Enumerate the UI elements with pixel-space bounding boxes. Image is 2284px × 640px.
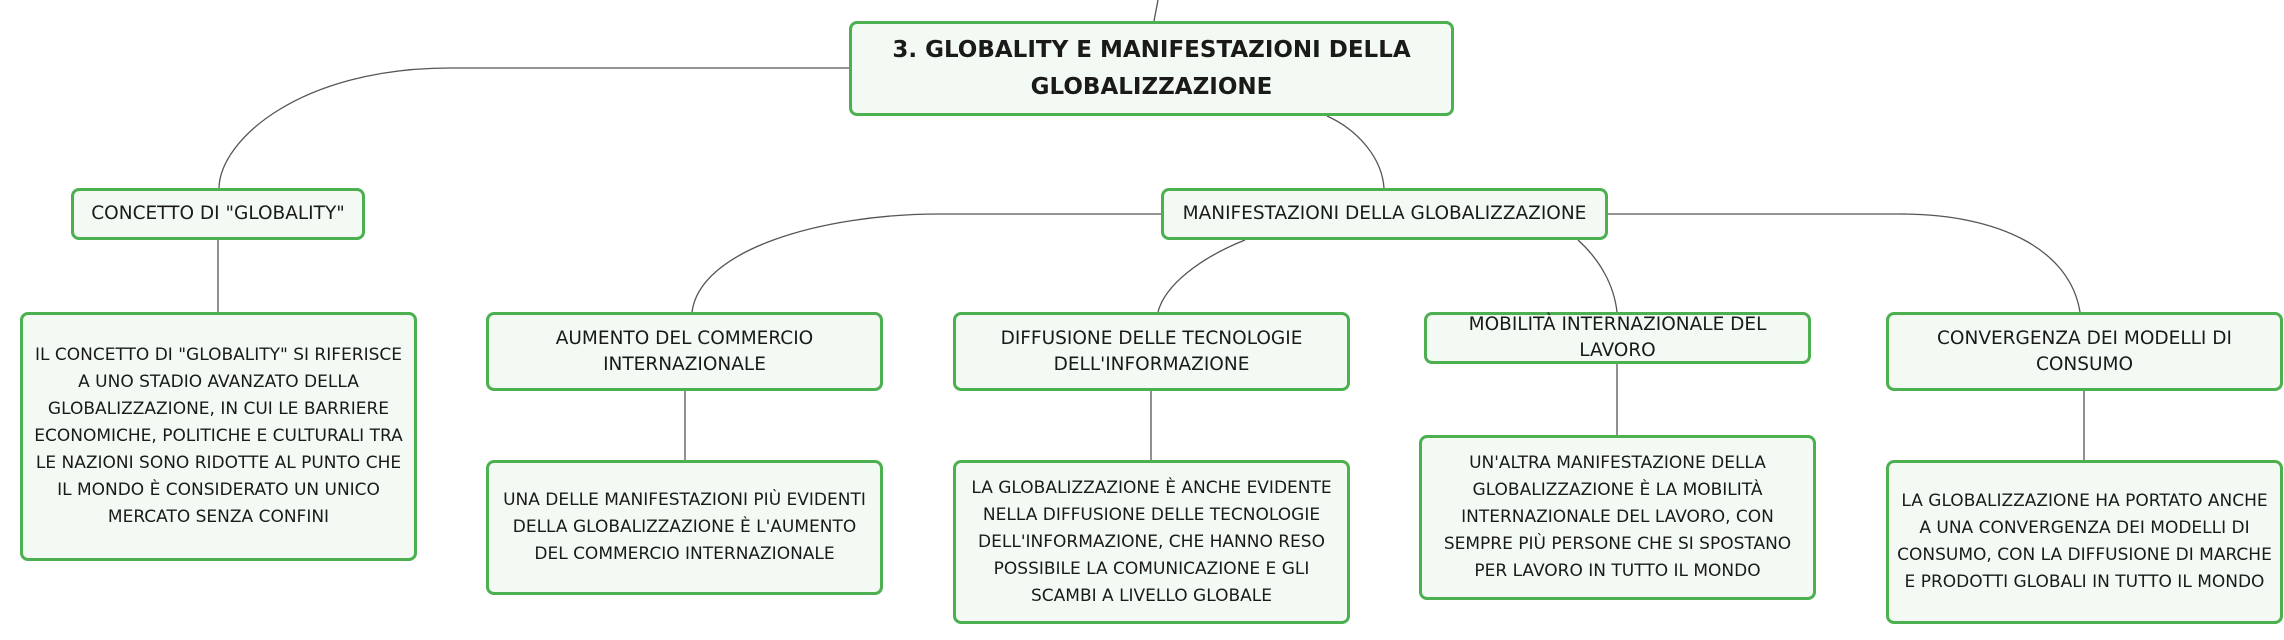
tecnologie-detail[interactable]: LA GLOBALIZZAZIONE È ANCHE EVIDENTE NELL… (953, 460, 1350, 624)
globality-detail[interactable]: IL CONCETTO DI "GLOBALITY" SI RIFERISCE … (20, 312, 417, 561)
topic-manifestazioni[interactable]: MANIFESTAZIONI DELLA GLOBALIZZAZIONE (1161, 188, 1608, 240)
connector-manif-item-2 (1157, 239, 1246, 313)
subtopic-commercio[interactable]: AUMENTO DEL COMMERCIO INTERNAZIONALE (486, 312, 883, 391)
subtopic-tecnologie-label: DIFFUSIONE DELLE TECNOLOGIE DELL'INFORMA… (1000, 327, 1303, 375)
commercio-detail[interactable]: UNA DELLE MANIFESTAZIONI PIÙ EVIDENTI DE… (486, 460, 883, 595)
subtopic-consumo[interactable]: CONVERGENZA DEI MODELLI DI CONSUMO (1886, 312, 2283, 391)
connector-manif-item-3 (1577, 239, 1618, 313)
topic-manifestazioni-label: MANIFESTAZIONI DELLA GLOBALIZZAZIONE (1182, 203, 1587, 224)
connector-root-manifestazioni (1326, 115, 1385, 189)
consumo-detail[interactable]: LA GLOBALIZZAZIONE HA PORTATO ANCHE A UN… (1886, 460, 2283, 624)
subtopic-consumo-label: CONVERGENZA DEI MODELLI DI CONSUMO (1937, 327, 2232, 375)
tecnologie-detail-text: LA GLOBALIZZAZIONE È ANCHE EVIDENTE NELL… (971, 477, 1332, 606)
topic-globality-label: CONCETTO DI "GLOBALITY" (91, 203, 345, 224)
subtopic-tecnologie[interactable]: DIFFUSIONE DELLE TECNOLOGIE DELL'INFORMA… (953, 312, 1350, 391)
mobilita-detail-text: UN'ALTRA MANIFESTAZIONE DELLA GLOBALIZZA… (1443, 453, 1792, 581)
mobilita-detail[interactable]: UN'ALTRA MANIFESTAZIONE DELLA GLOBALIZZA… (1419, 435, 1816, 600)
commercio-detail-text: UNA DELLE MANIFESTAZIONI PIÙ EVIDENTI DE… (503, 490, 866, 564)
connector-root-globality (218, 67, 849, 189)
root-topic-label: 3. GLOBALITY E MANIFESTAZIONI DELLA GLOB… (892, 36, 1411, 100)
globality-detail-text: IL CONCETTO DI "GLOBALITY" SI RIFERISCE … (34, 345, 403, 527)
topic-globality[interactable]: CONCETTO DI "GLOBALITY" (71, 188, 365, 240)
consumo-detail-text: LA GLOBALIZZAZIONE HA PORTATO ANCHE A UN… (1897, 491, 2272, 592)
connector-manif-item-1 (691, 213, 1161, 313)
subtopic-mobilita[interactable]: MOBILITÀ INTERNAZIONALE DEL LAVORO (1424, 312, 1811, 364)
connector-manif-item-4 (1608, 213, 2081, 313)
connector-parent-in (1153, 0, 1159, 22)
subtopic-mobilita-label: MOBILITÀ INTERNAZIONALE DEL LAVORO (1468, 314, 1767, 361)
subtopic-commercio-label: AUMENTO DEL COMMERCIO INTERNAZIONALE (555, 327, 814, 375)
root-topic[interactable]: 3. GLOBALITY E MANIFESTAZIONI DELLA GLOB… (849, 21, 1454, 116)
